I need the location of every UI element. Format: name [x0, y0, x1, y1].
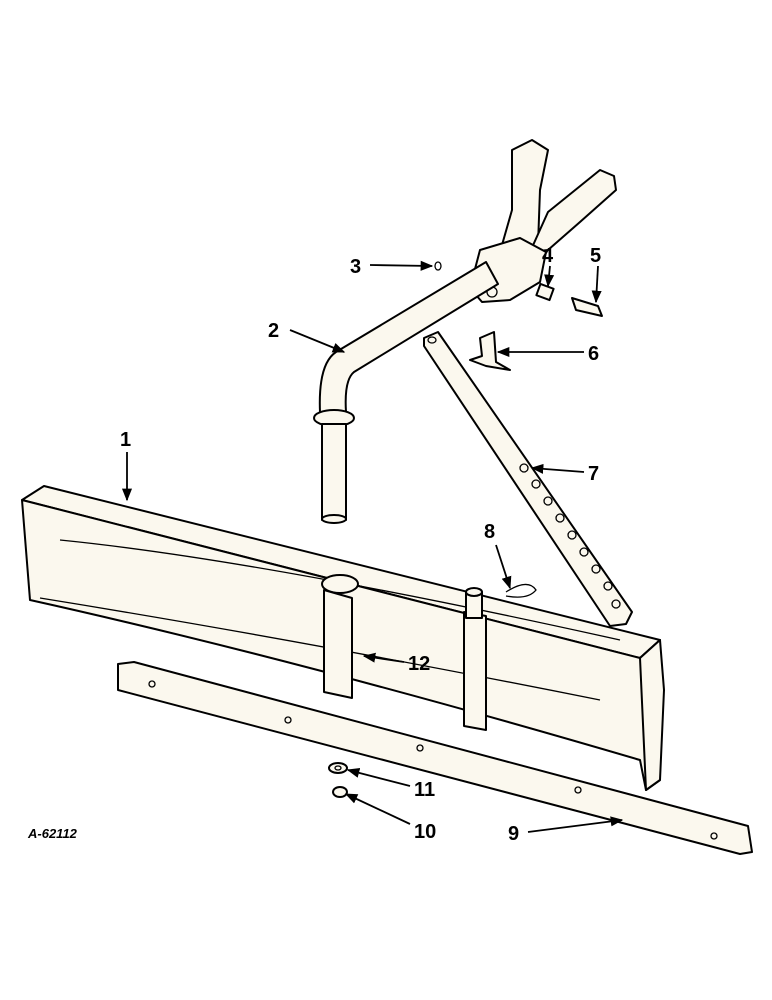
angle-bar-drawing	[423, 331, 633, 627]
callout-11: 11	[414, 779, 435, 801]
callout-3: 3	[350, 256, 361, 278]
push-arm-drawing	[313, 139, 617, 524]
callout-8: 8	[484, 521, 495, 543]
moldboard-drawing	[21, 485, 665, 791]
callout-9: 9	[508, 823, 519, 845]
callout-2: 2	[268, 320, 279, 342]
cutting-edge-drawing	[117, 661, 753, 855]
callout-leaders	[121, 260, 624, 833]
callout-6: 6	[588, 343, 599, 365]
callout-4: 4	[542, 245, 554, 267]
callout-7: 7	[588, 463, 599, 485]
callout-12: 12	[408, 653, 430, 675]
hardware-drawing	[328, 762, 348, 798]
callout-1: 1	[120, 429, 131, 451]
callout-10: 10	[414, 821, 436, 843]
callout-5: 5	[590, 245, 601, 267]
callout-labels: 1 2 3 4 5 6 7 8 9 10 11 12 A-62112	[27, 245, 601, 845]
reference-code: A-62112	[27, 826, 78, 841]
